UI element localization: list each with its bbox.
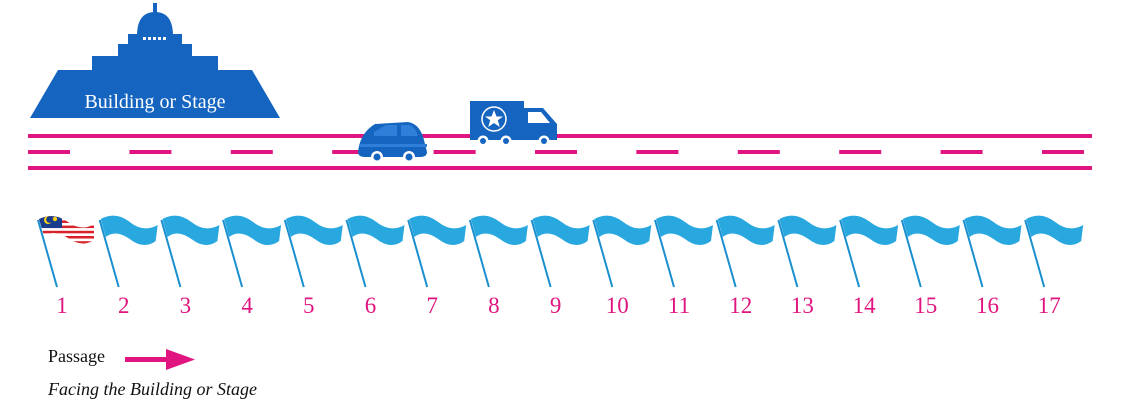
passage-arrow-icon — [125, 349, 195, 370]
blue-flag-icon — [1024, 215, 1084, 288]
flags-row — [37, 215, 1084, 288]
flag-number-label: 16 — [976, 293, 999, 318]
building-icon — [30, 3, 280, 118]
road — [28, 134, 1092, 170]
flag-number-label: 8 — [488, 293, 500, 318]
road-dash — [535, 150, 577, 154]
blue-flag-icon — [530, 215, 590, 288]
facing-caption: Facing the Building or Stage — [48, 379, 257, 399]
flag-number-label: 9 — [549, 293, 562, 318]
road-dash — [1042, 150, 1084, 154]
blue-flag-icon — [839, 215, 899, 288]
flag-number-label: 7 — [426, 293, 438, 318]
road-dash — [129, 150, 172, 154]
road-dash — [28, 150, 70, 154]
road-dash — [839, 150, 882, 154]
road-dash — [230, 150, 273, 154]
road-edge-bottom — [28, 166, 1092, 170]
flag-number-label: 10 — [605, 293, 629, 318]
blue-flag-icon — [592, 215, 652, 288]
flag-number-label: 13 — [790, 293, 814, 318]
road-dash — [940, 150, 983, 154]
blue-flag-icon — [900, 215, 960, 288]
blue-flag-icon — [283, 215, 343, 288]
flag-number-label: 5 — [303, 293, 315, 318]
blue-flag-icon — [345, 215, 405, 288]
flag-number-label: 6 — [364, 293, 377, 318]
blue-flag-icon — [962, 215, 1022, 288]
blue-flag-icon — [407, 215, 467, 288]
road-dash — [433, 150, 476, 154]
blue-flag-icon — [654, 215, 713, 288]
road-dash — [332, 150, 375, 154]
building-label: Building or Stage — [84, 91, 226, 113]
flag-number-label: 3 — [179, 293, 192, 318]
flag-number-label: 11 — [667, 293, 691, 318]
flag-number-label: 12 — [729, 293, 753, 318]
road-dash — [737, 150, 780, 154]
malaysia-flag — [37, 216, 94, 288]
car-icon — [358, 122, 427, 163]
road-center-dashes — [28, 150, 1084, 154]
flag-number-label: 4 — [241, 293, 253, 318]
truck-icon — [470, 101, 557, 147]
blue-flag-icon — [98, 215, 158, 288]
flag-number-label: 15 — [914, 293, 938, 318]
blue-flag-icon — [715, 215, 775, 288]
flag-number-label: 1 — [56, 293, 68, 318]
blue-flag-icon — [160, 215, 220, 288]
blue-flag-icon — [777, 215, 837, 288]
blue-flag-icon — [222, 215, 282, 288]
passage-label: Passage — [48, 346, 105, 366]
road-dash — [636, 150, 679, 154]
flag-number-label: 2 — [117, 293, 130, 318]
blue-flag-icon — [468, 215, 528, 288]
flag-number-label: 17 — [1037, 293, 1061, 318]
flag-number-label: 14 — [852, 293, 876, 318]
road-edge-top — [28, 134, 1092, 138]
